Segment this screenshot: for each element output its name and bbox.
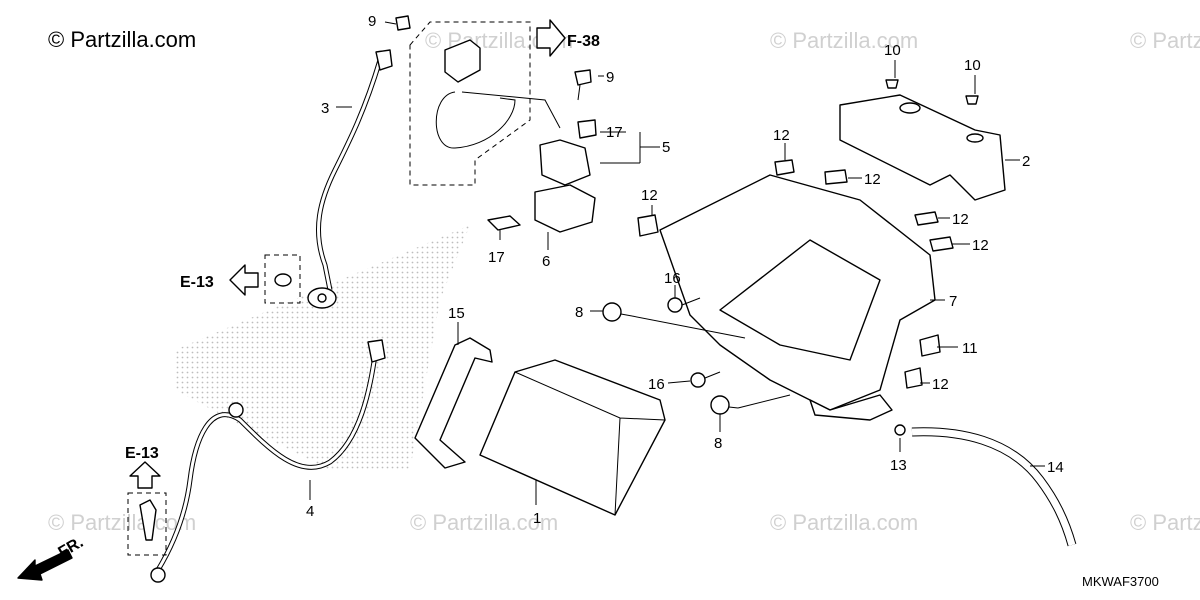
positive-cable-end <box>150 567 166 583</box>
callout-2: 2 <box>1022 153 1030 170</box>
callout-17-a: 17 <box>606 124 623 141</box>
bolt-9-top <box>395 15 411 31</box>
callout-12-f: 12 <box>932 376 949 393</box>
callout-11: 11 <box>962 340 978 357</box>
callout-3: 3 <box>321 100 329 117</box>
tube-clip-13 <box>894 424 906 436</box>
site-watermark: © Partzilla.com <box>48 27 196 52</box>
callout-8-upper: 8 <box>575 304 583 321</box>
battery-box-lower <box>809 394 893 421</box>
screw-10-a <box>885 79 899 89</box>
terminal-cover <box>444 39 481 83</box>
callout-1: 1 <box>533 510 541 527</box>
ref-e13-left: E-13 <box>180 274 214 291</box>
e13-bottom-box <box>127 492 167 556</box>
clip-12-e <box>929 236 954 252</box>
clip-11 <box>919 334 941 357</box>
watermark: © Partzilla.com <box>48 510 196 535</box>
bolt-8-upper <box>602 302 622 322</box>
callout-14: 14 <box>1047 459 1064 476</box>
clip-12-c <box>637 214 659 237</box>
negative-cable <box>315 59 383 291</box>
callout-17-b: 17 <box>488 249 505 266</box>
negative-cable-terminal <box>375 49 393 71</box>
bolt-16-lower <box>690 372 706 388</box>
callout-15: 15 <box>448 305 465 322</box>
starter-relay <box>539 139 591 186</box>
watermark: © Partzilla.com <box>1130 510 1200 535</box>
relay-harness <box>435 91 516 149</box>
clip-12-f <box>904 367 923 389</box>
callout-12-a: 12 <box>773 127 790 144</box>
watermark: © Partzilla.com <box>410 510 558 535</box>
callout-12-c: 12 <box>641 187 658 204</box>
battery <box>479 359 666 516</box>
callout-4: 4 <box>306 503 314 520</box>
e13-bottom-arrow-icon <box>129 461 161 489</box>
clip-12-a <box>774 159 795 176</box>
callout-12-d: 12 <box>952 211 969 228</box>
relay-6 <box>534 184 596 233</box>
callout-16-lower: 16 <box>648 376 665 393</box>
watermark: © Partzilla.com <box>770 510 918 535</box>
battery-case-cover <box>839 94 1006 201</box>
callout-10-a: 10 <box>884 42 901 59</box>
cable-washer <box>274 273 292 287</box>
starter-bolt <box>139 499 157 541</box>
watermark: © Partzilla.com <box>770 28 918 53</box>
battery-box-inner <box>719 239 881 361</box>
background-pattern <box>175 225 470 470</box>
e13-left-box <box>264 254 301 304</box>
callout-9-mid: 9 <box>606 69 614 86</box>
front-arrow-icon <box>17 549 73 581</box>
screw-10-b <box>965 95 979 105</box>
positive-cable-clamp <box>228 402 244 418</box>
bolt-9-mid <box>574 69 592 86</box>
leader-lines <box>309 60 1045 505</box>
ref-e13-bottom: E-13 <box>125 445 159 462</box>
callout-12-b: 12 <box>864 171 881 188</box>
callout-9-top: 9 <box>368 13 376 30</box>
positive-cable-terminal <box>367 339 386 363</box>
callout-16-upper: 16 <box>664 270 681 287</box>
ref-f38: F-38 <box>567 33 600 50</box>
diagram-code: MKWAF3700 <box>1082 574 1159 589</box>
callout-8-lower: 8 <box>714 435 722 452</box>
clip-12-b <box>824 169 848 185</box>
callout-5: 5 <box>662 139 670 156</box>
relay-harness-wire <box>461 91 561 129</box>
callout-13: 13 <box>890 457 907 474</box>
f38-arrow-icon <box>536 19 566 57</box>
bolt-16-upper <box>667 297 683 313</box>
fuse-clip <box>487 215 521 231</box>
callout-10-b: 10 <box>964 57 981 74</box>
callout-12-e: 12 <box>972 237 989 254</box>
callout-7: 7 <box>949 293 957 310</box>
bolt-8-lower <box>710 395 730 415</box>
watermark: © Partzilla.com <box>1130 28 1200 53</box>
callout-6: 6 <box>542 253 550 270</box>
relay-fuse <box>577 119 597 139</box>
battery-band <box>414 337 493 469</box>
f38-reference-box <box>409 21 531 186</box>
clip-12-d <box>914 211 939 226</box>
e13-left-arrow-icon <box>229 264 259 296</box>
